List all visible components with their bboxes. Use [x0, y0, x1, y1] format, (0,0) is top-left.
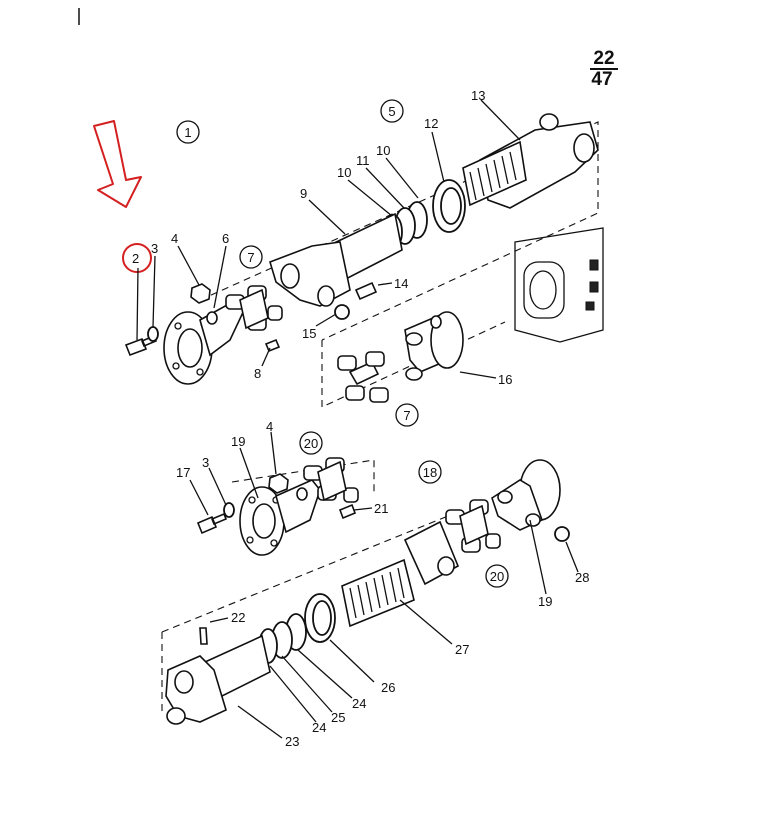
callout-11: 11 — [356, 153, 370, 168]
callout-14: 14 — [394, 276, 408, 291]
nut-4 — [190, 283, 211, 304]
cross-left — [225, 285, 283, 331]
circled-ref-20a: 20 — [304, 436, 318, 451]
callout-8: 8 — [254, 366, 261, 381]
washer-3 — [147, 326, 159, 342]
flange-yoke-left — [163, 299, 248, 385]
page-number: 22 47 — [590, 48, 618, 90]
callout-4: 4 — [171, 231, 178, 246]
flange-yoke-19 — [239, 479, 321, 556]
circled-references: 1 5 7 7 20 18 20 — [176, 99, 509, 588]
callout-28: 28 — [575, 570, 589, 585]
flange-yoke-16 — [404, 311, 464, 381]
grease-fitting-14 — [354, 281, 378, 301]
circled-ref-1: 1 — [184, 125, 191, 140]
cross-20-upper — [303, 457, 359, 503]
washer-28 — [554, 526, 570, 542]
callout-12: 12 — [424, 116, 438, 131]
callout-27: 27 — [455, 642, 469, 657]
callout-10b: 10 — [376, 143, 390, 158]
flange-yoke-19-right — [491, 459, 561, 531]
callout-26: 26 — [381, 680, 395, 695]
bolt-17 — [196, 512, 228, 535]
grease-fitting-21 — [338, 503, 357, 520]
callout-2: 2 — [132, 251, 139, 266]
universal-joint-cross-7 — [337, 351, 389, 403]
callout-16: 16 — [498, 372, 512, 387]
callout-labels: 2 3 4 6 8 9 10 10 11 12 13 14 15 16 17 3… — [132, 88, 589, 749]
tube-yoke-9 — [269, 212, 403, 307]
lower-seal-rings — [258, 593, 336, 664]
circled-ref-20b: 20 — [490, 569, 504, 584]
callout-24b: 24 — [352, 696, 366, 711]
callout-17: 17 — [176, 465, 190, 480]
callout-25: 25 — [331, 710, 345, 725]
callout-6: 6 — [222, 231, 229, 246]
red-arrow-icon — [93, 120, 142, 208]
callout-19-lower: 19 — [538, 594, 552, 609]
callout-3-lower: 3 — [202, 455, 209, 470]
washer-3-lower — [223, 502, 235, 518]
callout-22: 22 — [231, 610, 245, 625]
callout-24a: 24 — [312, 720, 326, 735]
highlight-circle — [122, 243, 152, 273]
callout-23: 23 — [285, 734, 299, 749]
callout-15: 15 — [302, 326, 316, 341]
nut-4-lower — [268, 473, 289, 494]
callout-3: 3 — [151, 241, 158, 256]
callout-19-upper: 19 — [231, 434, 245, 449]
page-number-bottom: 47 — [591, 69, 612, 90]
slip-shaft-27 — [341, 520, 460, 628]
callout-13: 13 — [471, 88, 485, 103]
cross-20-lower — [445, 499, 501, 553]
callout-4-lower: 4 — [266, 419, 273, 434]
washer-15 — [334, 304, 350, 320]
lower-dashed-frame — [161, 459, 449, 712]
circled-ref-7a: 7 — [247, 250, 254, 265]
grease-fitting-8 — [264, 338, 281, 353]
gearbox-housing — [514, 227, 604, 343]
callout-10a: 10 — [337, 165, 351, 180]
slip-yoke-13 — [462, 113, 599, 209]
grease-fitting-22 — [199, 627, 208, 645]
circled-ref-18: 18 — [423, 465, 437, 480]
circled-ref-5: 5 — [388, 104, 395, 119]
callout-21: 21 — [374, 501, 388, 516]
callout-9: 9 — [300, 186, 307, 201]
leader-lines — [136, 99, 579, 739]
page-number-top: 22 — [593, 48, 614, 69]
circled-ref-7b: 7 — [403, 408, 410, 423]
tube-yoke-23 — [165, 634, 271, 725]
